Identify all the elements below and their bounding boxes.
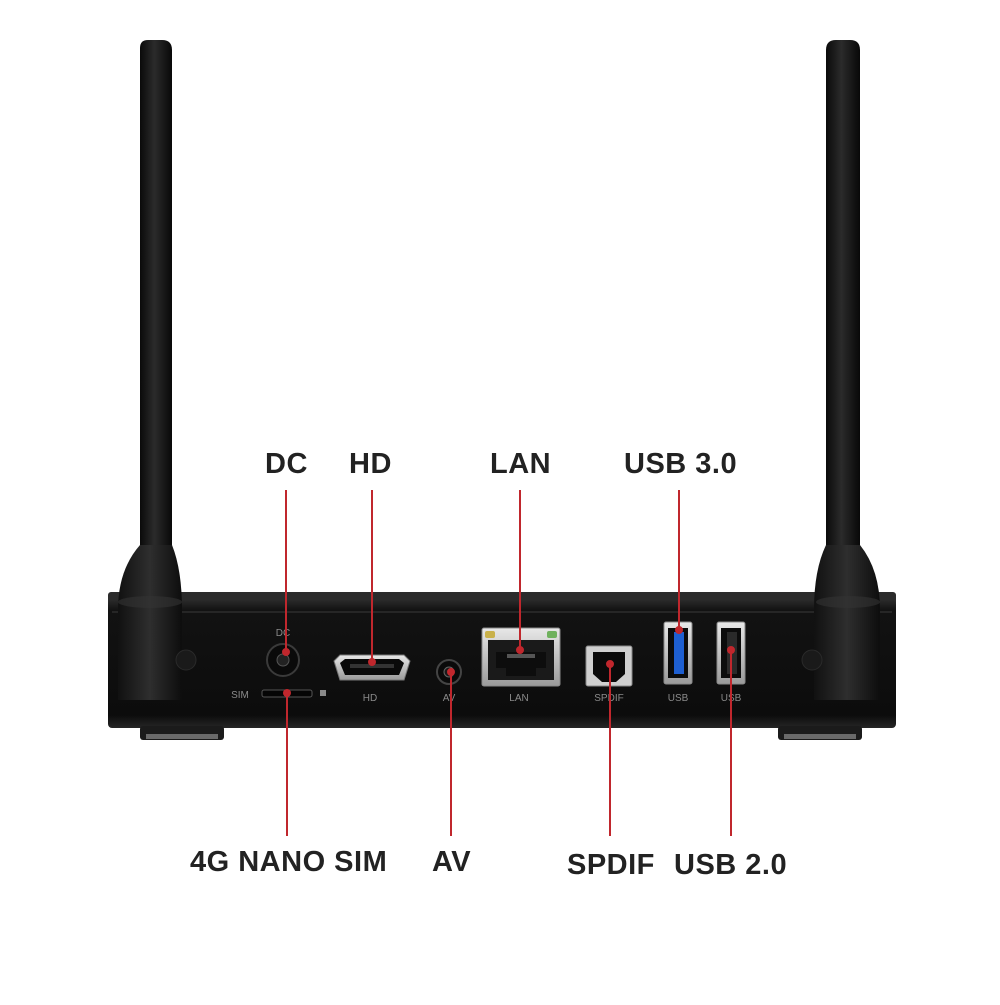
callout-lan: LAN bbox=[490, 448, 552, 480]
callout-dc: DC bbox=[265, 448, 308, 480]
dc-port-label: DC bbox=[276, 628, 290, 639]
callout-av: AV bbox=[432, 846, 472, 878]
callout-spdif: SPDIF bbox=[567, 849, 655, 881]
av-jack-label: AV bbox=[443, 693, 456, 704]
callout-sim: 4G NANO SIM bbox=[190, 846, 388, 878]
dc-port: DC bbox=[266, 628, 300, 677]
usb3-port-label: USB bbox=[668, 693, 689, 704]
left-antenna bbox=[118, 40, 182, 700]
hdmi-port-label: HD bbox=[363, 693, 377, 704]
sim-slot-label: SIM bbox=[231, 690, 249, 701]
lan-led-yellow bbox=[485, 631, 495, 638]
leader-lines bbox=[282, 490, 735, 836]
lan-port: LAN bbox=[481, 627, 561, 704]
right-antenna bbox=[814, 40, 880, 700]
callout-hd: HD bbox=[349, 448, 392, 480]
lan-port-label: LAN bbox=[509, 693, 528, 704]
hdmi-port: HD bbox=[333, 654, 411, 704]
callout-usb20: USB 2.0 bbox=[674, 849, 788, 881]
lan-led-green bbox=[547, 631, 557, 638]
usb3-port: USB bbox=[663, 621, 693, 704]
callout-usb30: USB 3.0 bbox=[624, 448, 738, 480]
